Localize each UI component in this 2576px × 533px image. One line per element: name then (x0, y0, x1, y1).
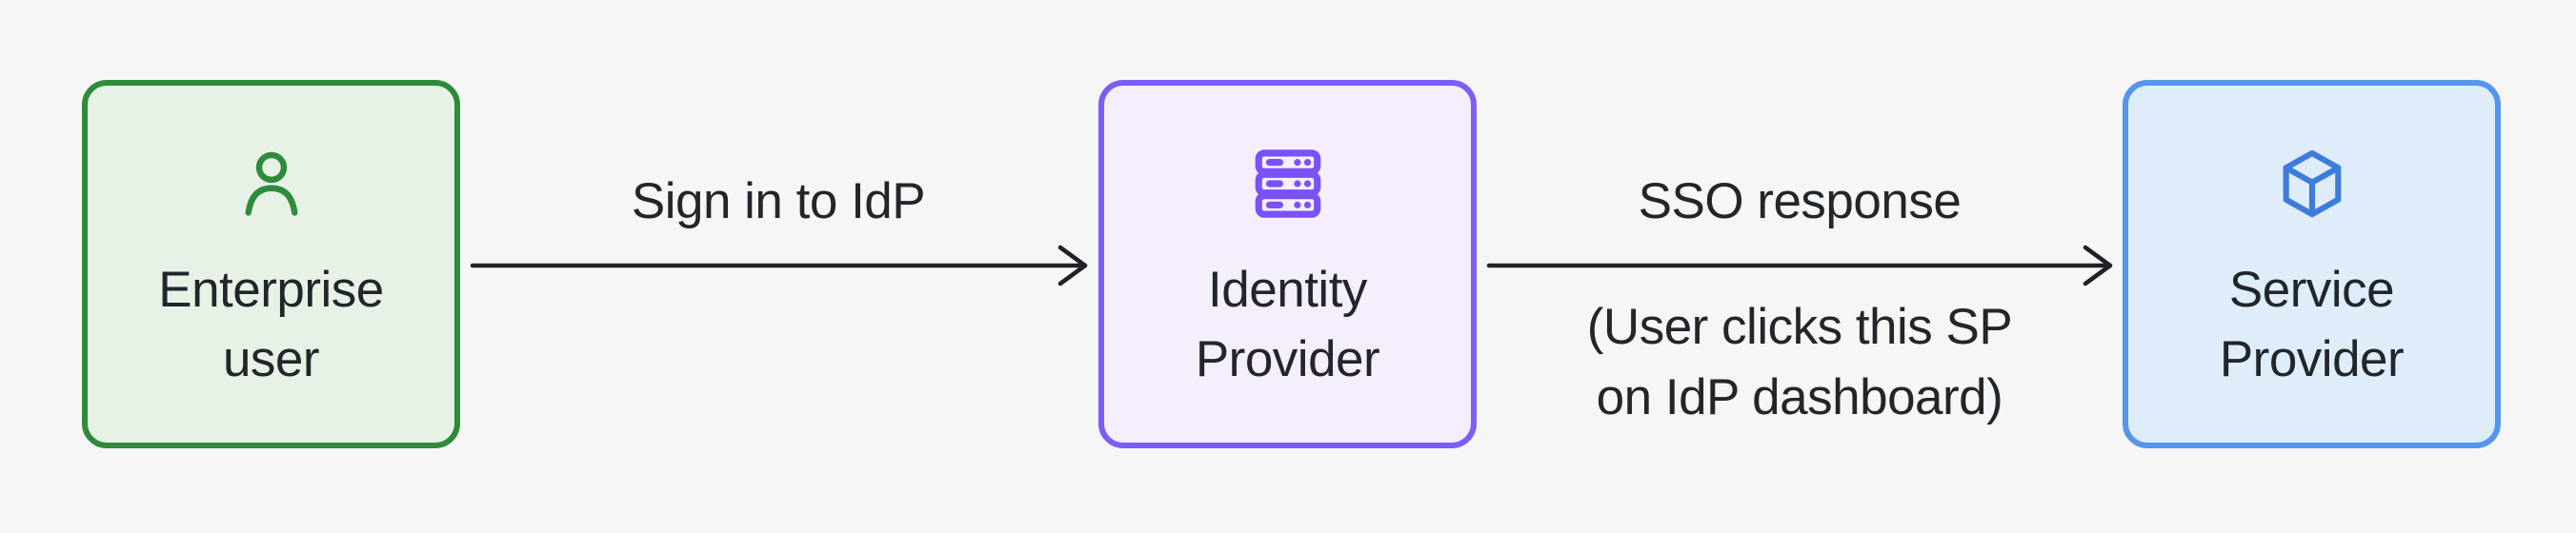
arrow-label-sign-in-to-idp: Sign in to IdP (631, 173, 926, 229)
node-identity-provider: Identity Provider (1098, 80, 1477, 448)
node-enterprise-user: Enterprise user (82, 80, 460, 448)
user-icon (232, 145, 311, 223)
node-service-provider: Service Provider (2123, 80, 2501, 448)
arrow-label-sso-response: SSO response (1638, 173, 1962, 229)
node-label-identity-provider: Identity Provider (1195, 262, 1380, 387)
server-icon (1249, 145, 1327, 223)
arrow-sublabel-sso-response: (User clicks this SP on IdP dashboard) (1586, 299, 2013, 425)
arrow-sso-response (1486, 245, 2113, 286)
cube-icon (2273, 145, 2351, 223)
arrow-sign-in-to-idp (470, 245, 1088, 286)
node-label-enterprise-user: Enterprise user (158, 262, 384, 387)
node-label-service-provider: Service Provider (2219, 262, 2405, 387)
